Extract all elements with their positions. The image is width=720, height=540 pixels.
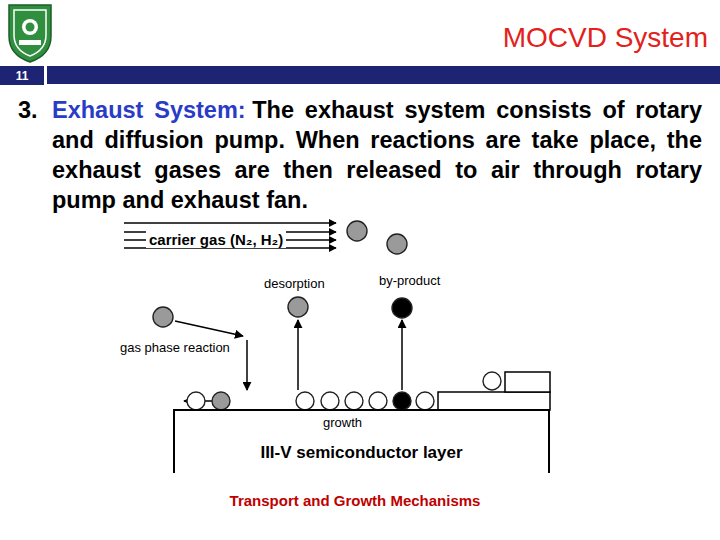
list-number: 3. bbox=[18, 95, 38, 125]
precursor-atom bbox=[483, 372, 501, 390]
precursor-atom bbox=[153, 307, 173, 327]
by-product-atom bbox=[392, 298, 412, 318]
surface-step bbox=[505, 372, 550, 392]
logo-emblem-core bbox=[26, 23, 35, 32]
precursor-atom bbox=[345, 392, 363, 410]
process-arrow bbox=[246, 340, 248, 390]
process-arrow bbox=[175, 321, 243, 336]
process-arrow bbox=[297, 320, 299, 390]
precursor-atom bbox=[187, 392, 205, 410]
body-paragraph: Exhaust System:The exhaust system consis… bbox=[52, 95, 702, 215]
precursor-atom bbox=[212, 392, 230, 410]
process-arrow bbox=[401, 320, 403, 390]
precursor-atom bbox=[321, 392, 339, 410]
node-text: III-V semiconductor layer bbox=[175, 443, 548, 463]
by-product-atom bbox=[393, 392, 411, 410]
slide-number-box: 11 bbox=[0, 66, 44, 85]
process-label: desorption bbox=[264, 276, 325, 291]
precursor-atom bbox=[387, 234, 407, 254]
section-heading: Exhaust System: bbox=[52, 97, 246, 123]
flow-arrow bbox=[124, 222, 336, 223]
precursor-atom bbox=[347, 221, 367, 241]
slide-title: MOCVD System bbox=[503, 22, 708, 54]
logo-shield bbox=[9, 5, 51, 62]
logo-base bbox=[19, 40, 41, 45]
precursor-atom bbox=[369, 392, 387, 410]
process-label: by-product bbox=[379, 273, 440, 288]
carrier-gas-label: carrier gas (N₂, H₂) bbox=[146, 231, 286, 248]
logo-inner bbox=[14, 10, 46, 56]
figure-caption: Transport and Growth Mechanisms bbox=[0, 492, 710, 509]
precursor-atom bbox=[288, 297, 308, 317]
logo-emblem bbox=[22, 19, 38, 35]
process-label: gas phase reaction bbox=[120, 340, 230, 355]
header-bar bbox=[47, 66, 720, 84]
node-text: 11 bbox=[16, 69, 29, 83]
precursor-atom bbox=[296, 392, 314, 410]
precursor-atom bbox=[416, 392, 434, 410]
surface-step bbox=[438, 392, 550, 410]
process-label: growth bbox=[323, 415, 362, 430]
